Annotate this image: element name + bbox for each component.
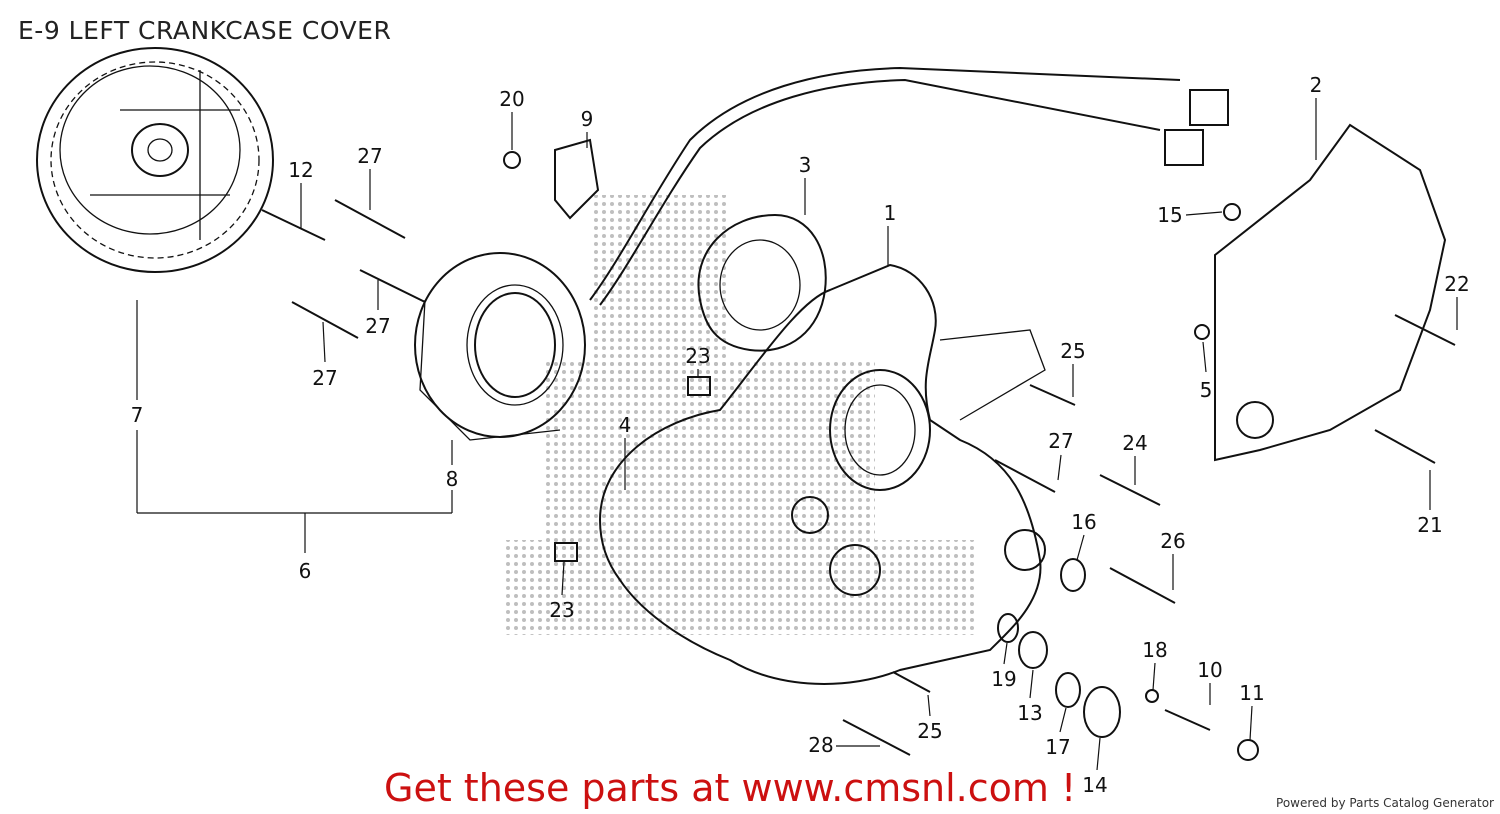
callout-23a: 23 [685,344,710,368]
flywheel [36,47,274,273]
callout-9: 9 [581,107,594,131]
crankcase-cover [598,263,1046,685]
callout-25a: 25 [1060,339,1085,363]
callout-27a: 27 [357,144,382,168]
assembly-bracket [136,430,453,553]
callout-24: 24 [1122,431,1147,455]
watermark [505,195,975,635]
cta-link-text[interactable]: Get these parts at www.cmsnl.com ! [384,766,1077,810]
bolts [261,138,1456,761]
cover-panel [1214,123,1447,462]
wiring-harness [589,66,1229,306]
powered-by-label: Powered by Parts Catalog Generator [1276,796,1494,810]
callout-7: 7 [131,403,144,427]
callout-27b: 27 [365,314,390,338]
callout-27d: 27 [1048,429,1073,453]
gasket [697,213,827,352]
callout-13: 13 [1017,701,1042,725]
callout-16: 16 [1071,510,1096,534]
callout-28: 28 [808,733,833,757]
stator [414,252,586,441]
callout-19: 19 [991,667,1016,691]
callout-22: 22 [1444,272,1469,296]
callout-15: 15 [1157,203,1182,227]
callout-12: 12 [288,158,313,182]
callout-26: 26 [1160,529,1185,553]
callout-4: 4 [619,413,632,437]
callout-5: 5 [1200,378,1213,402]
leader-lines [136,98,1458,771]
callout-3: 3 [799,153,812,177]
callout-labels: 1 2 3 4 5 6 7 8 9 10 11 12 13 14 15 16 1… [131,73,1470,797]
callout-23b: 23 [549,598,574,622]
callout-1: 1 [884,201,897,225]
callout-20: 20 [499,87,524,111]
callout-8: 8 [446,467,459,491]
callout-11: 11 [1239,681,1264,705]
callout-2: 2 [1310,73,1323,97]
callout-17: 17 [1045,735,1070,759]
callout-21: 21 [1417,513,1442,537]
callout-18: 18 [1142,638,1167,662]
callout-10: 10 [1197,658,1222,682]
callout-25b: 25 [917,719,942,743]
callout-14: 14 [1082,773,1107,797]
callout-27c: 27 [312,366,337,390]
page-title: E-9 LEFT CRANKCASE COVER [18,16,392,45]
callout-6: 6 [299,559,312,583]
